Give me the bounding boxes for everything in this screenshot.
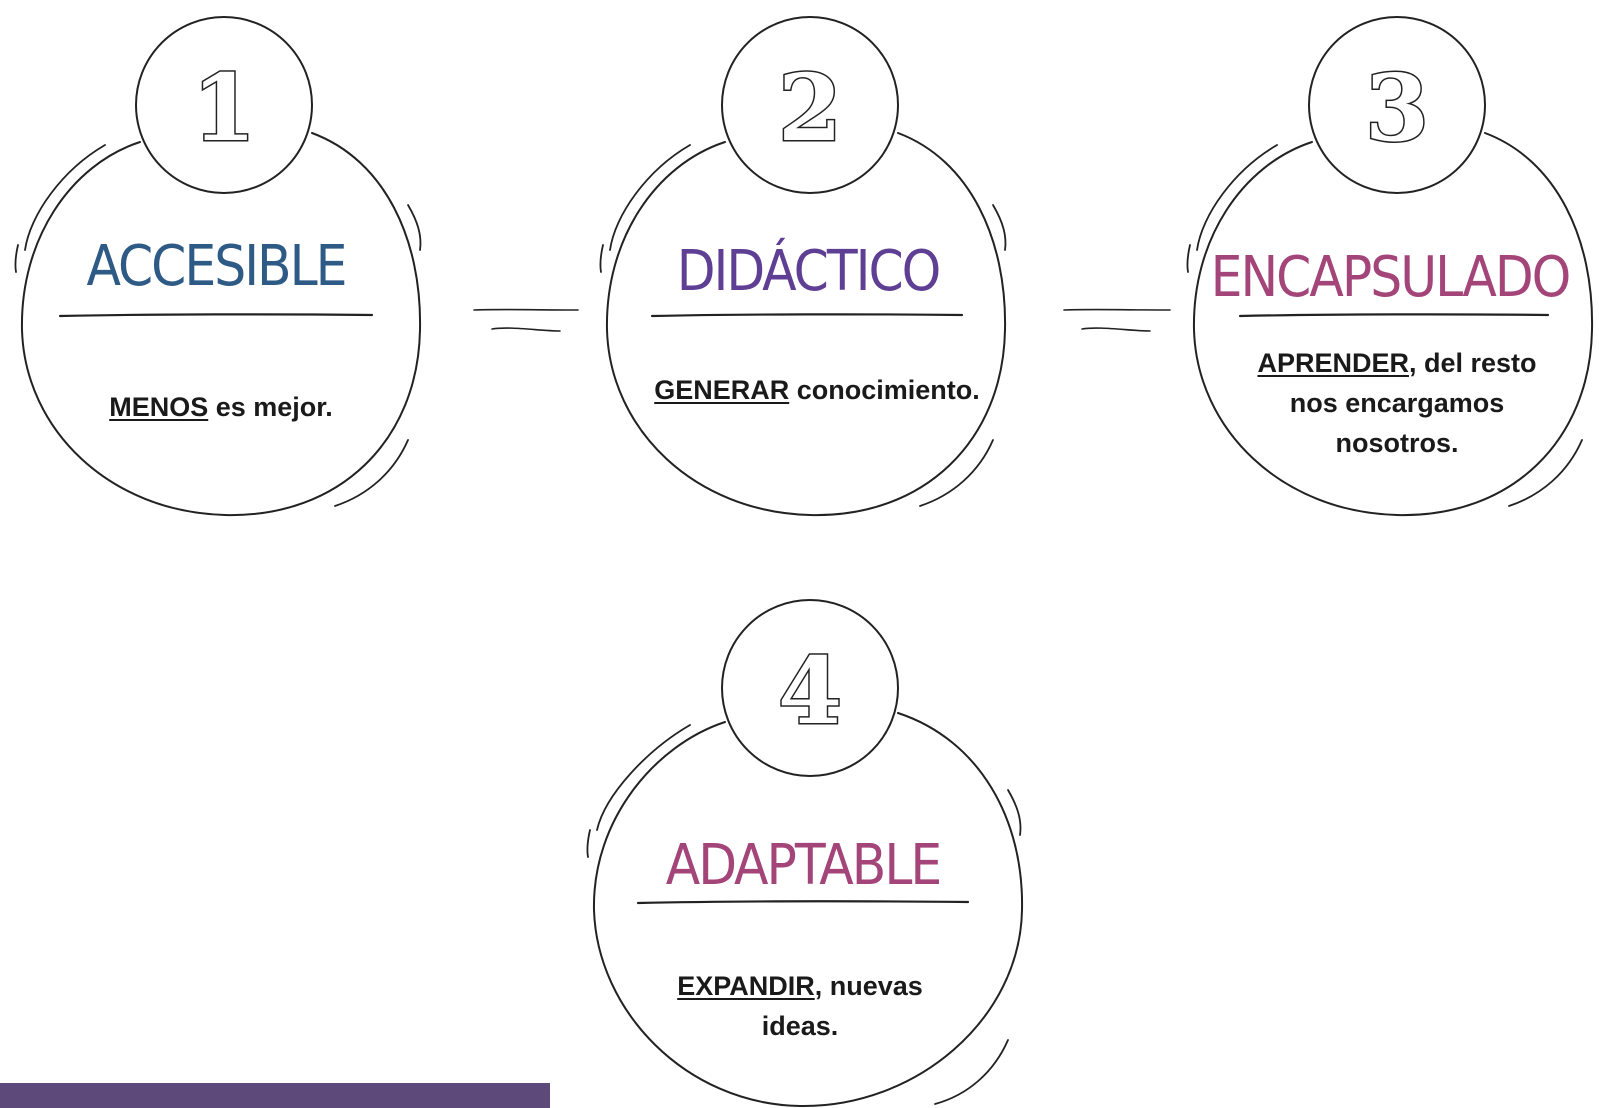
card-3-number-circle: [1308, 16, 1486, 194]
card-encapsulado: 3 ENCAPSULADO: [1186, 16, 1594, 517]
card-1-description-rest: es mejor.: [208, 392, 333, 422]
connector-2-3: [1063, 308, 1171, 332]
card-3-divider: [1238, 313, 1550, 318]
card-3-title: ENCAPSULADO: [1211, 245, 1570, 310]
card-4-title: ADAPTABLE: [666, 833, 940, 898]
card-2-sketch-marks: [599, 144, 1007, 507]
card-2-divider: [650, 313, 964, 318]
card-1-number: 1: [192, 54, 256, 162]
card-4-description: EXPANDIR, nuevas ideas.: [650, 966, 950, 1046]
card-2-keyword: GENERAR: [654, 375, 790, 405]
card-1-number-circle: [135, 16, 313, 194]
card-3-description-rest: , del resto nos encargamos nosotros.: [1289, 348, 1537, 458]
card-2-number: 2: [778, 54, 842, 162]
card-1-title: ACCESIBLE: [87, 234, 346, 299]
card-3-keyword: APRENDER: [1257, 348, 1409, 378]
card-3-number: 3: [1365, 54, 1429, 162]
footer-bar: [0, 1083, 550, 1108]
card-4-sketch-marks: [586, 724, 1022, 1105]
card-3-description: APRENDER, del resto nos encargamos nosot…: [1247, 343, 1547, 463]
card-adaptable: 4 ADAPTABLE: [586, 599, 1024, 1108]
card-1-keyword: MENOS: [109, 392, 209, 422]
card-2-description: GENERAR conocimiento.: [647, 370, 987, 410]
card-1-sketch-marks: [14, 144, 422, 507]
card-4-divider: [636, 900, 970, 905]
card-2-description-rest: conocimiento.: [789, 375, 980, 405]
card-2-title: DIDÁCTICO: [677, 239, 940, 304]
card-3-outline: [1192, 132, 1594, 517]
card-4-outline: [592, 712, 1024, 1108]
card-1-description: MENOS es mejor.: [61, 387, 381, 427]
card-2-outline: [605, 132, 1007, 517]
card-4-keyword: EXPANDIR: [677, 971, 815, 1001]
card-1-outline: [20, 132, 422, 517]
card-3-sketch-marks: [1186, 144, 1583, 507]
card-1-divider: [58, 313, 374, 318]
card-4-number-circle: [721, 599, 899, 777]
card-2-number-circle: [721, 16, 899, 194]
connector-1-2: [473, 308, 579, 332]
card-4-description-rest: , nuevas ideas.: [761, 971, 923, 1041]
card-4-number: 4: [778, 637, 842, 745]
card-didactico: 2 DIDÁCTICO: [599, 16, 1007, 517]
card-accesible: 1 ACCESIBLE: [14, 16, 422, 517]
